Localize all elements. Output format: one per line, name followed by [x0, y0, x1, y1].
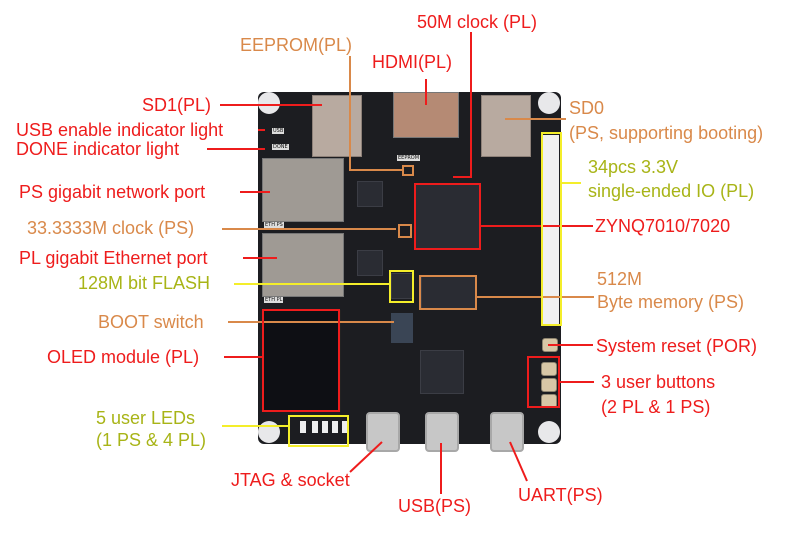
label-leds-2: (1 PS & 4 PL) — [96, 430, 207, 450]
label-flash: 128M bit FLASH — [78, 273, 211, 293]
phy-chip — [357, 181, 383, 207]
label-io-1: 34pcs 3.3V — [588, 157, 679, 177]
user-led — [332, 421, 338, 433]
label-buttons-2: (2 PL & 1 PS) — [601, 397, 711, 417]
label-clock33: 33.3333M clock (PS) — [27, 218, 195, 238]
leds-box — [288, 415, 349, 447]
uart-usb-c[interactable] — [490, 412, 524, 452]
label-usb: USB(PS) — [398, 496, 472, 516]
jtag-leader — [349, 441, 383, 473]
silk-done: DONE — [272, 144, 289, 150]
clock33-box — [398, 224, 412, 238]
eeprom-box — [402, 165, 414, 176]
label-boot: BOOT switch — [98, 312, 204, 332]
label-clock50: 50M clock (PL) — [417, 12, 538, 32]
zynq-box — [414, 183, 481, 250]
label-mem-1: 512M — [597, 269, 643, 289]
clock50-leader — [453, 32, 472, 178]
label-reset: System reset (POR) — [596, 336, 758, 356]
label-mem-2: Byte memory (PS) — [597, 292, 745, 312]
label-zynq: ZYNQ7010/7020 — [595, 216, 731, 236]
boot-dip-switch — [391, 313, 413, 343]
jtag-usb-c[interactable] — [366, 412, 400, 452]
silk-eth-ps: ETH PS — [264, 222, 284, 228]
label-sd1: SD1(PL) — [142, 95, 212, 115]
label-usb-led: USB enable indicator light — [16, 120, 224, 140]
label-hdmi: HDMI(PL) — [372, 52, 452, 72]
io-header-box — [541, 132, 562, 326]
user-led — [312, 421, 318, 433]
label-done-led: DONE indicator light — [16, 139, 180, 159]
label-leds-1: 5 user LEDs — [96, 408, 196, 428]
sd0-slot — [481, 95, 531, 157]
board-corner — [538, 92, 560, 114]
oled-box — [262, 309, 340, 412]
io-header — [542, 135, 559, 325]
label-sd0-2: (PS, supporting booting) — [569, 123, 764, 143]
label-pl-eth: PL gigabit Ethernet port — [19, 248, 208, 268]
silk-eth-pl: ETH PL — [264, 297, 284, 303]
user-led — [342, 421, 348, 433]
user-button-k3[interactable] — [541, 362, 557, 376]
board-corner — [538, 421, 560, 443]
usb-phy-chip — [420, 350, 464, 394]
phy-chip — [357, 250, 383, 276]
uart-leader — [509, 441, 528, 482]
pl-ethernet-jack — [262, 233, 344, 297]
eeprom-leader — [349, 56, 403, 171]
label-sd0-1: SD0 — [569, 98, 605, 118]
label-jtag: JTAG & socket — [231, 470, 350, 490]
memory-box — [419, 275, 477, 310]
user-led — [300, 421, 306, 433]
board-corner — [258, 92, 280, 114]
silk-eeprom: EEPROM — [397, 155, 421, 161]
user-led — [322, 421, 328, 433]
silk-usb: USB — [272, 128, 285, 134]
user-button-k2[interactable] — [541, 378, 557, 392]
label-uart: UART(PS) — [518, 485, 603, 505]
label-io-2: single-ended IO (PL) — [588, 181, 755, 201]
buttons-box — [527, 356, 560, 408]
label-oled: OLED module (PL) — [47, 347, 200, 367]
label-ps-eth: PS gigabit network port — [19, 182, 206, 202]
flash-box — [389, 270, 414, 303]
label-buttons-1: 3 user buttons — [601, 372, 716, 392]
label-eeprom: EEPROM(PL) — [240, 35, 353, 55]
ps-ethernet-jack — [262, 158, 344, 222]
